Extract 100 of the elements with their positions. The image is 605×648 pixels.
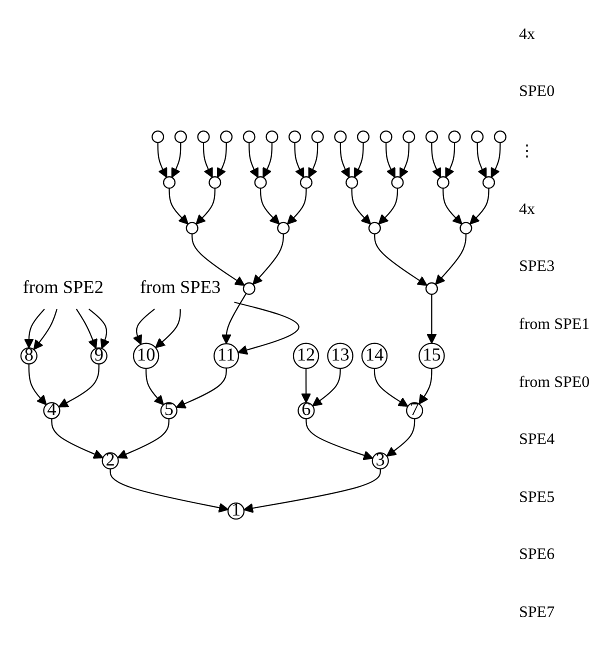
arrow	[340, 142, 350, 178]
arrow	[33, 309, 58, 350]
arrow	[308, 142, 318, 178]
annotation-text: SPE3	[519, 258, 556, 276]
node-circle: 4	[43, 402, 60, 420]
node-circle	[152, 130, 164, 144]
arrow	[301, 368, 312, 404]
annotation-text: from SPE1	[519, 316, 591, 334]
node-circle	[425, 282, 438, 295]
arrow	[374, 234, 428, 286]
node-circle	[208, 176, 222, 189]
arrow	[171, 142, 182, 178]
arrow	[470, 188, 490, 225]
node-circle	[197, 130, 210, 144]
annotation-text: ⋮	[519, 142, 536, 162]
node-circle	[242, 130, 256, 144]
node-circle	[356, 130, 370, 144]
arrow	[378, 188, 398, 225]
arrow	[132, 308, 155, 345]
node-circle	[300, 176, 312, 189]
node-circle	[402, 130, 416, 144]
node-circle: 8	[20, 347, 38, 364]
node-circle	[346, 176, 358, 189]
arrow	[286, 188, 307, 225]
arrow	[400, 142, 410, 178]
node-circle	[174, 130, 187, 144]
arrow	[252, 234, 284, 285]
node-circle: 2	[102, 452, 119, 470]
arrow	[354, 142, 364, 178]
node-circle	[482, 176, 496, 189]
arrow	[351, 188, 372, 225]
node-circle: 11	[214, 343, 240, 369]
arrow	[426, 294, 437, 344]
arrow	[24, 308, 45, 348]
arrow	[243, 468, 381, 514]
arrow	[386, 418, 416, 457]
arrow	[445, 142, 456, 178]
node-circle: 10	[132, 342, 160, 370]
arrow	[217, 142, 227, 178]
node-circle	[254, 176, 267, 189]
arrow	[146, 368, 164, 406]
node-circle	[186, 222, 198, 234]
annotation-text: SPE5	[519, 488, 556, 507]
node-circle	[242, 282, 256, 295]
arrow	[431, 142, 442, 178]
node-circle	[460, 222, 472, 234]
arrow	[51, 418, 104, 459]
annotation-text: SPE0	[519, 83, 556, 102]
arrow	[294, 142, 304, 178]
node-circle	[436, 176, 450, 189]
node-circle	[288, 130, 302, 144]
node-circle	[334, 130, 347, 144]
annotation-text: 4x	[519, 26, 536, 44]
arrow	[28, 364, 47, 406]
node-text: from SPE3	[140, 278, 221, 298]
node-circle: 9	[90, 347, 108, 364]
node-circle: 15	[418, 342, 445, 370]
arrow	[490, 142, 501, 178]
node-circle	[471, 130, 484, 144]
node-circle	[277, 222, 290, 234]
arrow	[435, 234, 466, 285]
arrow	[234, 302, 300, 355]
arrow	[442, 188, 462, 225]
arrow	[248, 142, 258, 178]
arrow	[168, 188, 188, 225]
annotation-text: SPE4	[519, 431, 556, 450]
node-circle: 1	[227, 502, 245, 520]
node-circle	[266, 130, 278, 144]
node-circle	[368, 222, 381, 234]
arrow	[88, 308, 110, 349]
arrow	[110, 468, 229, 513]
arrow	[386, 142, 396, 178]
arrow	[192, 234, 245, 286]
node-circle	[220, 130, 233, 144]
node-circle	[425, 130, 438, 144]
node-circle	[494, 130, 506, 144]
node-circle: 14	[361, 342, 388, 370]
node-circle	[380, 130, 392, 144]
node-circle: 5	[160, 402, 178, 420]
arrow	[418, 368, 432, 405]
node-circle: 6	[298, 402, 315, 420]
annotation-text: SPE6	[519, 546, 556, 564]
node-circle	[448, 130, 461, 144]
arrow	[374, 368, 408, 407]
arrow	[155, 309, 181, 348]
arrow	[117, 418, 170, 459]
arrow	[157, 142, 168, 178]
arrow	[262, 142, 273, 178]
arrow	[58, 364, 100, 408]
arrow	[202, 142, 213, 178]
node-circle: 13	[327, 342, 354, 370]
arrow	[476, 142, 487, 178]
arrow	[306, 418, 374, 460]
node-circle	[311, 130, 324, 144]
arrow	[260, 188, 280, 225]
node-circle	[163, 176, 176, 189]
arrow	[176, 368, 227, 408]
annotation-text: 4x	[519, 200, 536, 219]
arrow	[76, 308, 98, 349]
node-circle: 12	[292, 342, 320, 370]
